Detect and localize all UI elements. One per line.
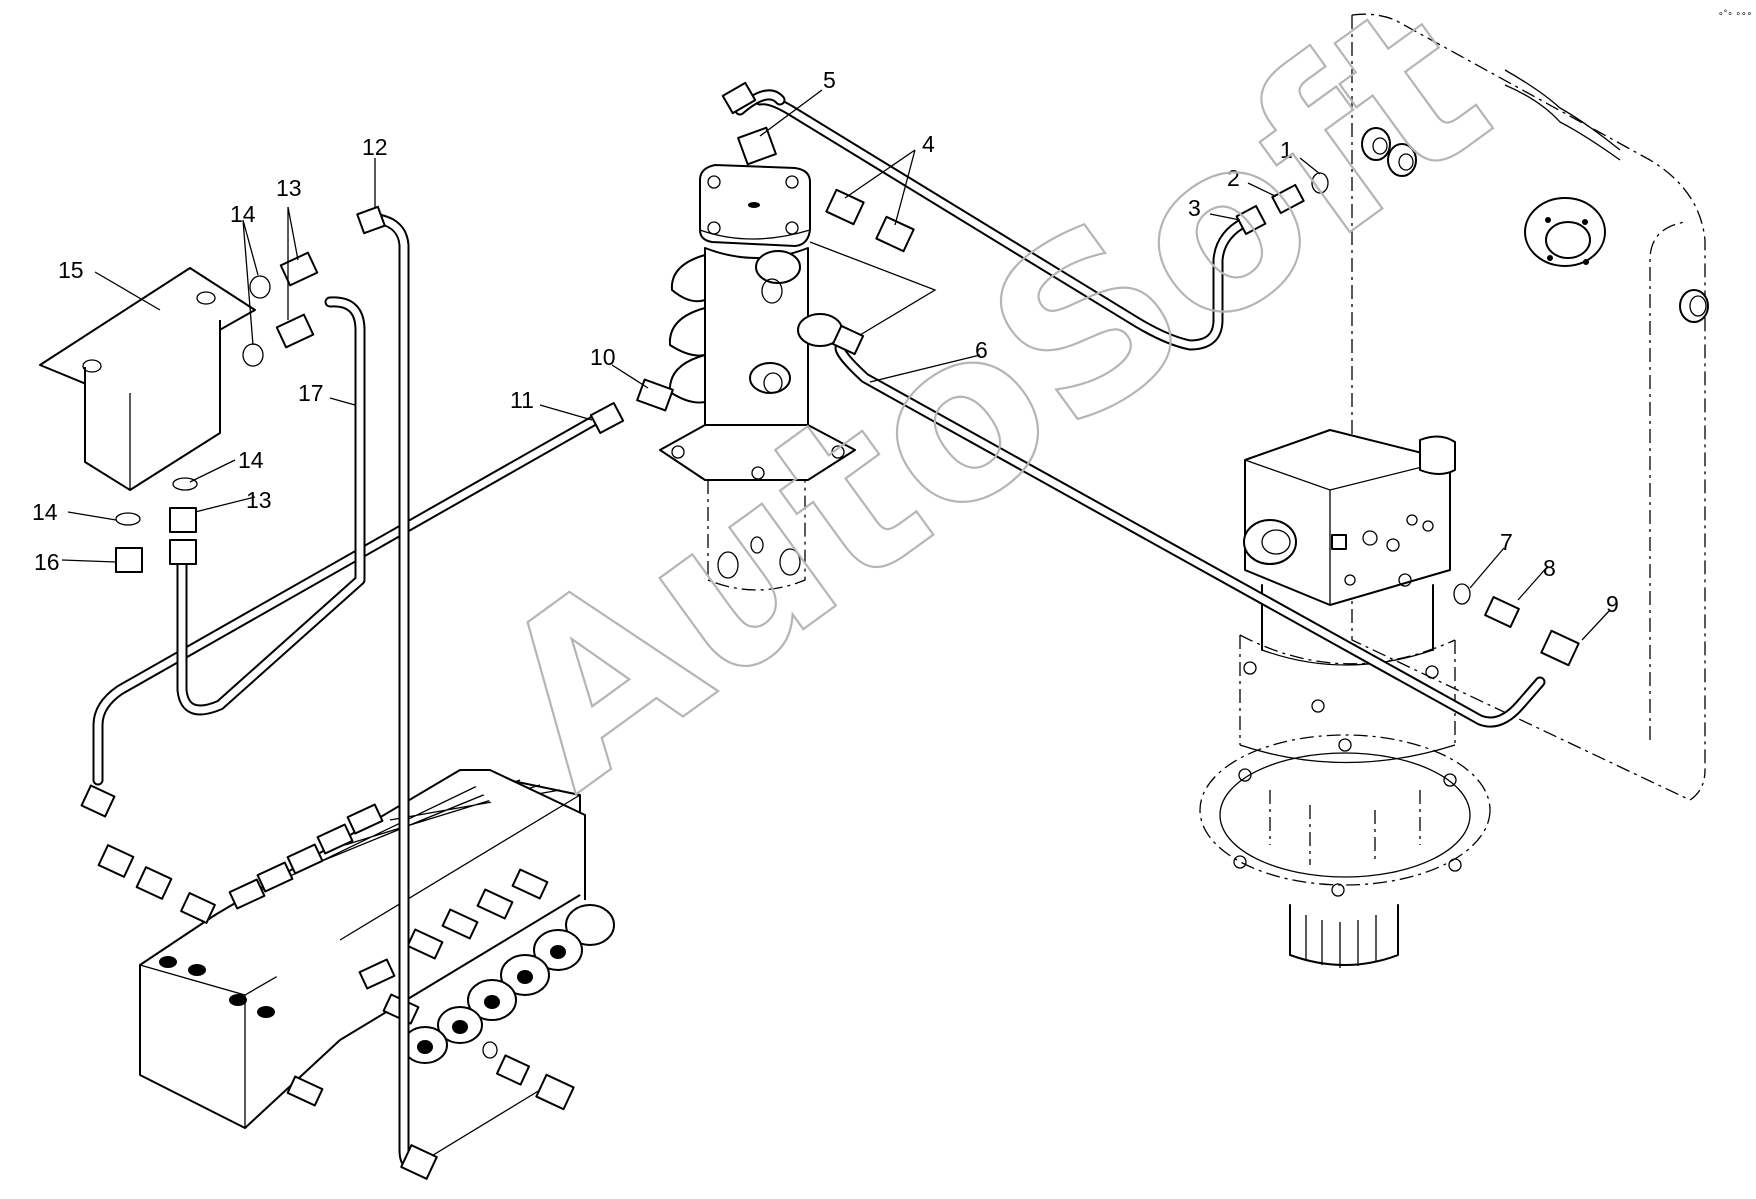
callout-8: 8 — [1543, 555, 1556, 581]
callout-6: 6 — [975, 337, 988, 363]
callout-17: 17 — [298, 380, 324, 406]
callout-14-mid: 14 — [238, 447, 264, 473]
callout-13-bottom: 13 — [246, 487, 272, 513]
pipes — [92, 89, 1546, 1172]
corner-mark: ∘°∘ ∘∘∘ — [1718, 8, 1752, 18]
callout-3: 3 — [1188, 195, 1201, 221]
callout-9: 9 — [1606, 591, 1619, 617]
callout-4: 4 — [922, 131, 935, 157]
fittings — [80, 81, 1580, 1180]
callout-14-left: 14 — [32, 499, 58, 525]
callout-5: 5 — [823, 67, 836, 93]
callout-1: 1 — [1280, 137, 1293, 163]
callout-labels: 1 2 3 4 5 6 7 8 9 10 11 12 13 13 14 14 1… — [32, 67, 1619, 617]
tank — [39, 267, 256, 491]
swing-motor — [1199, 429, 1491, 968]
control-valve — [139, 769, 615, 1129]
callout-14-top: 14 — [230, 201, 256, 227]
callout-16: 16 — [34, 549, 60, 575]
leader-lines — [61, 89, 1611, 641]
upper-frame-panel — [1351, 13, 1709, 801]
callout-2: 2 — [1227, 165, 1240, 191]
callout-13-top: 13 — [276, 175, 302, 201]
callout-12: 12 — [362, 134, 388, 160]
callout-10: 10 — [590, 344, 616, 370]
callout-15: 15 — [58, 257, 84, 283]
swivel-joint — [659, 164, 856, 591]
callout-11: 11 — [510, 387, 534, 413]
callout-7: 7 — [1500, 529, 1513, 555]
